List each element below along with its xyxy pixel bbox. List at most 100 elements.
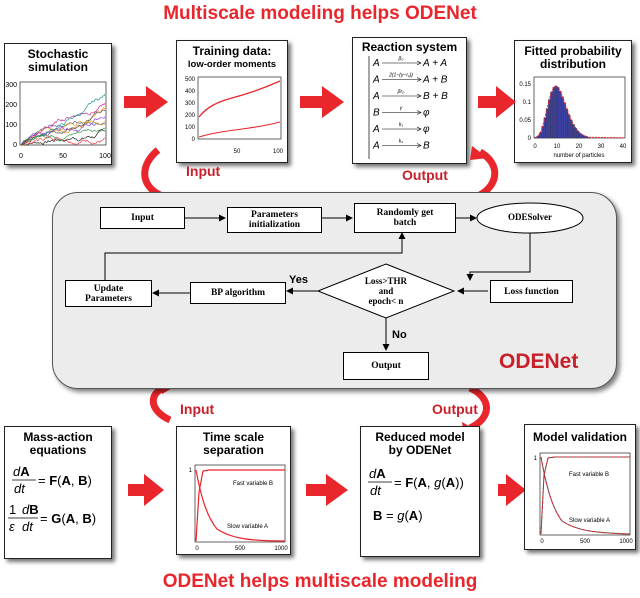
validation-plot: 1 0 500 1000 Fast variable B Slow variab…	[534, 452, 633, 545]
train-ytick-0: 0	[192, 137, 196, 143]
svg-text:dt: dt	[370, 483, 382, 498]
ts-slow-label: Slow variable A	[227, 524, 268, 530]
train-xtick-50: 50	[234, 149, 241, 155]
stoch-trajectories	[20, 94, 106, 146]
fc-batch-box: Randomly get batch	[354, 203, 456, 233]
fc-decision-line3: epoch< n	[368, 296, 404, 306]
fit-ytick-0: 0	[528, 136, 532, 142]
svg-text:A: A	[372, 91, 380, 102]
fc-output-box: Output	[343, 352, 429, 380]
input-label-bottom: Input	[180, 401, 215, 417]
stoch-ytick-300: 300	[5, 82, 17, 89]
fitted-title-1: Fitted probability	[524, 44, 622, 58]
val-fast-fit	[540, 456, 630, 535]
stoch-trajectory	[20, 116, 106, 146]
reduced-title-2: by ODENet	[388, 443, 452, 457]
fc-decision-line1: Loss>THR	[364, 276, 408, 286]
stoch-axes	[19, 81, 107, 146]
stoch-trajectory	[21, 102, 106, 146]
fc-decision-line2: and	[378, 286, 394, 296]
svg-text:k₂: k₂	[399, 139, 404, 145]
val-slow-label: Slow variable A	[569, 518, 610, 524]
bottom-banner: ODENet helps multiscale modeling	[162, 571, 478, 592]
svg-text:A: A	[372, 141, 380, 152]
timescale-title-2: separation	[203, 443, 264, 457]
train-ytick-400: 400	[185, 89, 196, 95]
svg-text:B: B	[423, 141, 430, 152]
bottom-arrow-2	[306, 474, 348, 506]
odesolver-ellipse	[476, 202, 584, 234]
stoch-ytick-0: 0	[13, 142, 17, 149]
stochastic-title-1: Stochastic	[27, 47, 89, 61]
svg-text:k₁: k₁	[399, 122, 404, 128]
model-validation-card: Model validation 1 0 500 1000 Fast varia…	[524, 424, 636, 550]
svg-text:= F(A, g(A)): = F(A, g(A))	[394, 475, 464, 490]
fit-curve	[535, 85, 624, 139]
val-fast-label: Fast variable B	[569, 472, 609, 478]
train-xtick-100: 100	[273, 149, 284, 155]
timescale-title-1: Time scale	[202, 430, 265, 444]
stoch-trajectory	[20, 109, 106, 146]
training-title-1: Training data:	[192, 44, 272, 58]
ts-xtick-0: 0	[195, 546, 199, 552]
svg-text:= G(A, B): = G(A, B)	[40, 511, 96, 526]
ts-ytick-1: 1	[189, 468, 193, 474]
fit-histogram	[534, 85, 591, 139]
input-label-top: Input	[186, 163, 221, 179]
train-ytick-100: 100	[185, 125, 196, 131]
fit-ytick-015: 0.15	[519, 82, 531, 88]
top-banner: Multiscale modeling helps ODENet	[163, 3, 477, 24]
fit-ytick-01: 0.1	[523, 100, 532, 106]
reduced-model-card: Reduced model by ODENet dA dt = F(A, g(A…	[360, 426, 480, 557]
svg-text:φ: φ	[423, 124, 430, 135]
bottom-arrow-1	[128, 474, 164, 506]
svg-text:1: 1	[9, 502, 16, 517]
fit-xlabel: number of particles	[553, 153, 604, 159]
val-xtick-500: 500	[580, 539, 591, 545]
train-ytick-500: 500	[185, 77, 196, 83]
fit-xtick-10: 10	[554, 144, 561, 150]
timescale-plot: 1 0 500 1000 Fast variable B Slow variab…	[189, 464, 288, 552]
mass-action-title-2: equations	[29, 443, 87, 457]
fitted-title-2: distribution	[540, 57, 606, 71]
val-ytick-1: 1	[534, 456, 538, 462]
svg-text:dA: dA	[369, 466, 386, 481]
mass-action-card: Mass-action equations dA dt = F(A, B) 1 …	[4, 426, 112, 559]
top-arrow-1	[124, 86, 168, 118]
svg-text:dA: dA	[13, 464, 30, 479]
stochastic-simulation-card: Stochastic simulation 300 200 100 0 0 50…	[4, 43, 112, 165]
svg-text:φ: φ	[423, 108, 430, 119]
train-ytick-300: 300	[185, 101, 196, 107]
val-xtick-1000: 1000	[619, 539, 633, 545]
val-xtick-0: 0	[540, 539, 544, 545]
stoch-ytick-200: 200	[5, 102, 17, 109]
stoch-trajectory	[20, 94, 106, 146]
fitted-plot: 0.15 0.1 0.05 0 0 10 20 30 40 number of …	[519, 76, 627, 159]
stoch-ytick-100: 100	[5, 122, 17, 129]
fc-params-box: Parameters initialization	[227, 207, 322, 233]
ts-xtick-1000: 1000	[274, 546, 288, 552]
fc-odesolver: ODESolver	[508, 212, 552, 222]
svg-text:B + B: B + B	[423, 91, 448, 102]
fc-decision-text: Loss>THR and epoch< n	[336, 276, 436, 306]
svg-text:ε: ε	[9, 519, 15, 534]
reaction-title: Reaction system	[361, 40, 458, 54]
reduced-title-1: Reduced model	[375, 430, 465, 444]
stochastic-title-2: simulation	[27, 60, 88, 74]
mass-action-equations: dA dt = F(A, B) 1 dB ε dt = G(A, B)	[8, 464, 96, 534]
val-slow-fit	[540, 456, 631, 535]
fc-params-line1: Parameters	[251, 210, 298, 220]
reduced-equations: dA dt = F(A, g(A)) B = g(A)	[368, 466, 464, 523]
output-label-bottom: Output	[432, 401, 478, 417]
mass-action-title-1: Mass-action	[23, 430, 93, 444]
ts-xtick-500: 500	[235, 546, 246, 552]
ts-fast-curve	[195, 469, 285, 542]
